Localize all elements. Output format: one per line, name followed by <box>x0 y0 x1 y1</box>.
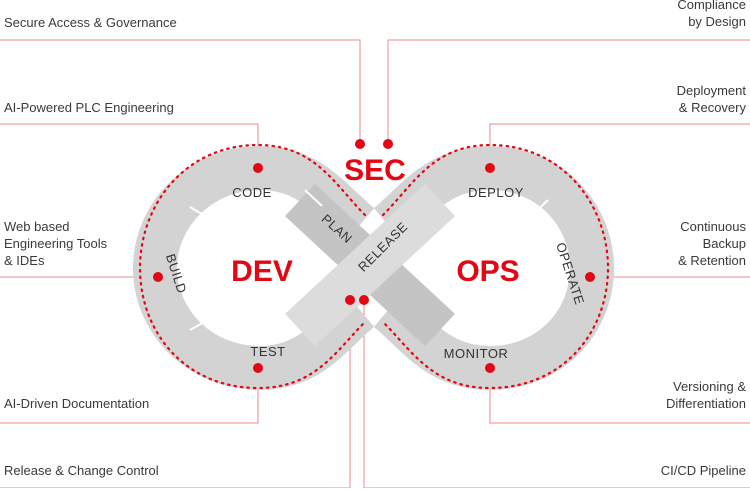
dot-release-right <box>359 295 369 305</box>
dotted-outline-right <box>381 143 610 390</box>
dotted-outline-left <box>138 143 367 390</box>
stage-code: CODE <box>232 185 272 200</box>
dot-build <box>153 272 163 282</box>
marker-dots <box>153 139 595 373</box>
callout-web-tools: Web based Engineering Tools & IDEs <box>4 219 108 268</box>
callout-cicd: CI/CD Pipeline <box>660 463 746 478</box>
band-left-loop <box>132 145 375 391</box>
callout-compliance: Compliance by Design <box>677 0 746 29</box>
dot-test <box>253 363 263 373</box>
dev-title: DEV <box>231 255 293 288</box>
stage-monitor: MONITOR <box>444 346 509 361</box>
dot-sec-right <box>383 139 393 149</box>
callout-release-change: Release & Change Control <box>4 463 159 478</box>
dot-monitor <box>485 363 495 373</box>
callout-ai-plc: AI-Powered PLC Engineering <box>4 100 174 115</box>
callout-ai-docs: AI-Driven Documentation <box>4 396 150 411</box>
divider-4 <box>519 309 536 331</box>
stage-test: TEST <box>250 344 285 359</box>
sec-title: SEC <box>344 154 406 187</box>
dot-deploy <box>485 163 495 173</box>
callout-secure-access: Secure Access & Governance <box>4 15 177 30</box>
stage-deploy: DEPLOY <box>468 185 524 200</box>
divider-1 <box>189 206 223 227</box>
divider-5 <box>524 199 549 223</box>
callout-deployment: Deployment & Recovery <box>676 83 746 115</box>
band-right-loop <box>373 145 615 391</box>
dot-release-left <box>345 295 355 305</box>
dot-operate <box>585 272 595 282</box>
callout-backup: Continuous Backup & Retention <box>678 219 746 268</box>
infinity-band <box>132 143 615 391</box>
divider-2 <box>189 311 223 331</box>
connector-compliance <box>387 39 750 140</box>
callout-versioning: Versioning & Differentiation <box>666 379 746 411</box>
divider-3 <box>304 189 323 207</box>
ops-title: OPS <box>456 255 519 288</box>
band-cross-release <box>285 183 455 347</box>
dot-code <box>253 163 263 173</box>
connector-secure-access <box>0 39 361 140</box>
dot-sec-left <box>355 139 365 149</box>
